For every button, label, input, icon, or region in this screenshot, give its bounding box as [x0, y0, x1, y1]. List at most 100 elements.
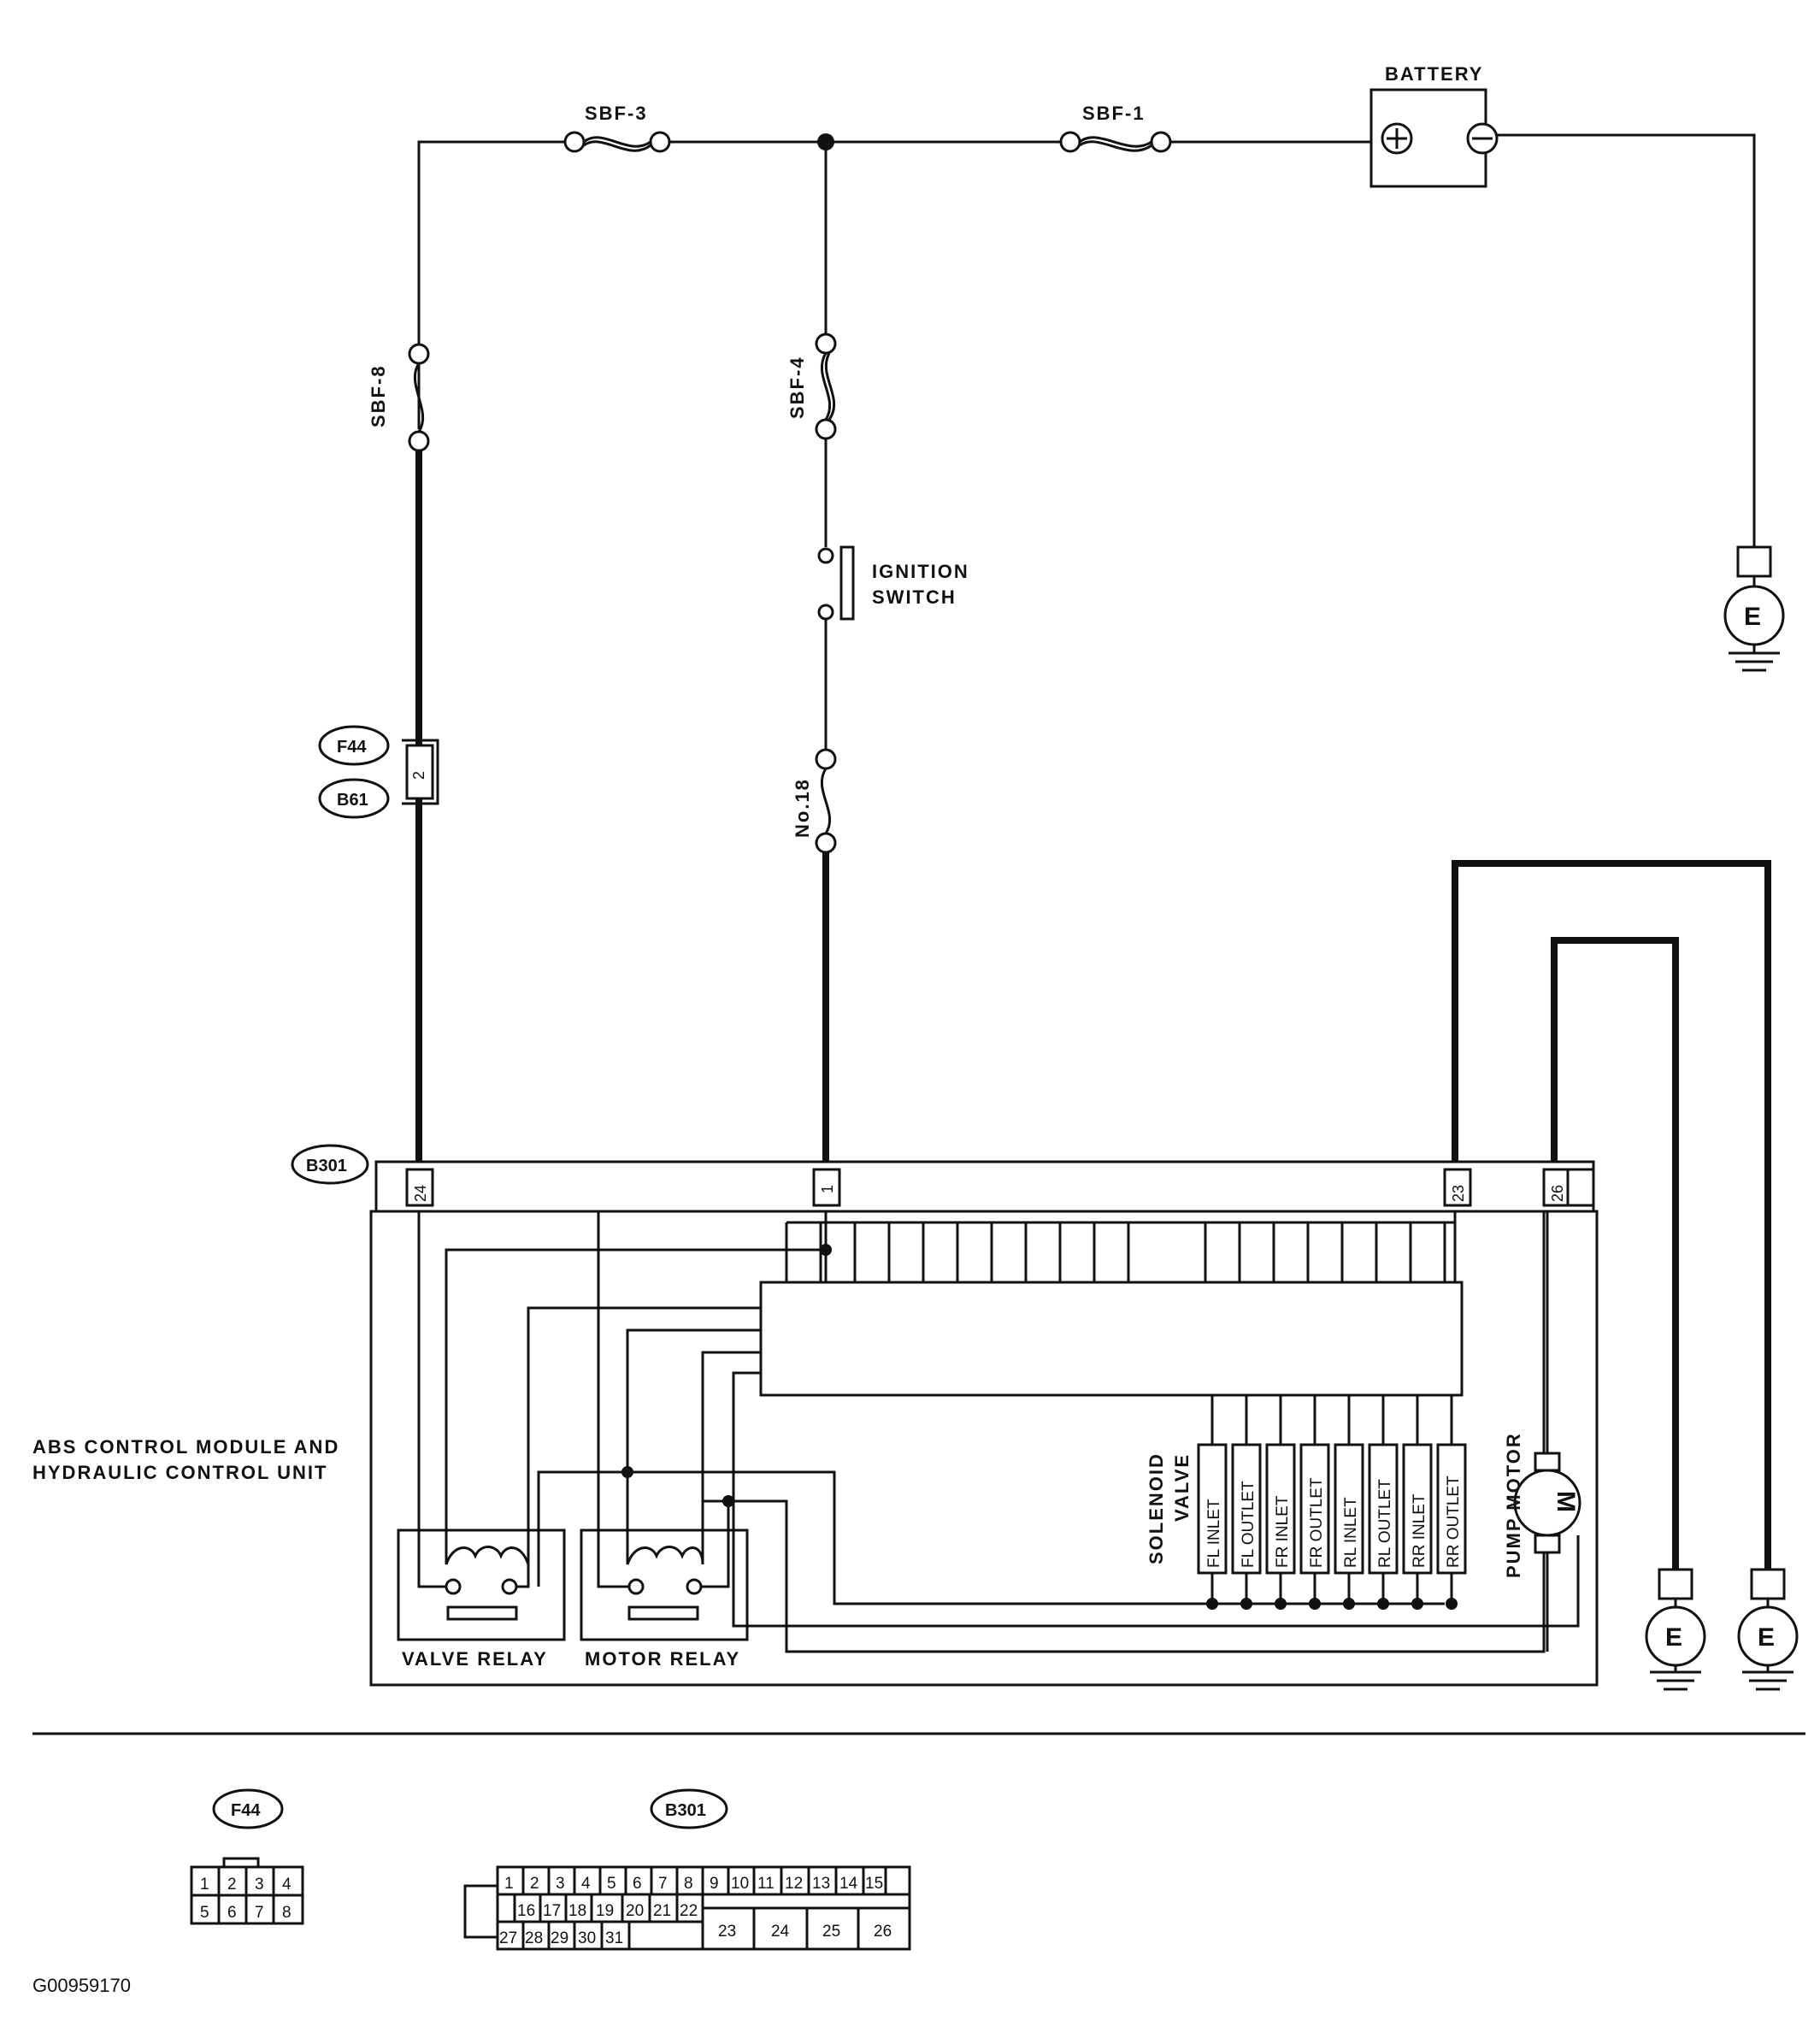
solenoid-label-1: SOLENOID	[1146, 1452, 1167, 1564]
solenoid-valve-label: RR OUTLET	[1445, 1475, 1463, 1568]
b301-cell: 26	[874, 1923, 892, 1941]
b301-cell: 25	[822, 1923, 840, 1941]
solenoid-valve-label: FR OUTLET	[1308, 1477, 1326, 1568]
b301-cell: 23	[718, 1923, 736, 1941]
module-label-1: ABS CONTROL MODULE AND	[32, 1436, 339, 1458]
power-bus	[417, 133, 1756, 547]
battery-label: BATTERY	[1385, 63, 1483, 85]
solenoid-valve-label: RL OUTLET	[1376, 1479, 1394, 1568]
abs-module: ABS CONTROL MODULE AND HYDRAULIC CONTROL…	[32, 1210, 1599, 1687]
solenoid-valve: FL INLET	[1197, 1395, 1228, 1610]
f44-pin: 2	[410, 771, 427, 780]
b301-cell: 22	[680, 1902, 698, 1920]
motor-relay-label: MOTOR RELAY	[585, 1648, 740, 1670]
b301-cell: 19	[596, 1902, 614, 1920]
sbf3-label: SBF-3	[585, 103, 648, 124]
b301-cell: 18	[568, 1902, 586, 1920]
b301-cell: 20	[626, 1902, 644, 1920]
solenoid-label-2: VALVE	[1171, 1453, 1193, 1522]
b301-cell: 9	[710, 1875, 719, 1893]
b301-badge-label: B301	[306, 1157, 347, 1175]
b301-cell: 15	[865, 1875, 883, 1893]
motor-relay	[580, 1528, 749, 1641]
f44-badge-label: F44	[337, 738, 367, 757]
pump-motor-label: PUMP MOTOR	[1503, 1432, 1524, 1578]
b301-cell: 28	[525, 1929, 543, 1947]
ignition-switch	[839, 545, 855, 621]
b301-pin: 26	[1549, 1185, 1566, 1202]
valve-relay	[397, 1528, 566, 1641]
b301-cell: 11	[757, 1875, 775, 1893]
solenoid-valve-label: RR INLET	[1411, 1493, 1428, 1568]
solenoid-valve: RL INLET	[1334, 1395, 1364, 1610]
f44-cell: 8	[282, 1904, 292, 1922]
b301-cell: 7	[658, 1875, 668, 1893]
b301-cell: 12	[785, 1875, 803, 1893]
solenoid-valve-label: FR INLET	[1274, 1495, 1292, 1568]
solenoid-valve: RL OUTLET	[1368, 1395, 1399, 1610]
left-branch: SBF-8 2	[368, 343, 439, 1162]
b301-badge: B301	[291, 1144, 369, 1185]
f44-cell: 3	[255, 1876, 264, 1894]
b301-cell: 2	[530, 1875, 539, 1893]
b301-cell: 16	[517, 1902, 535, 1920]
b301-connector-face: B301 1 2 3 4 5 6 7 8 9 10 11 12 13 14 15…	[463, 1788, 911, 1951]
b301-pin: 24	[412, 1185, 429, 1202]
b301-connector: 24 1 23 26	[374, 1160, 1595, 1213]
b301-cell: 1	[504, 1875, 514, 1893]
b301-cell: 10	[731, 1875, 749, 1893]
f44-cell: 6	[227, 1904, 237, 1922]
fuse-sbf3: SBF-3	[563, 103, 671, 153]
f44-cell: 4	[282, 1876, 292, 1894]
f44-face-badge: F44	[231, 1801, 261, 1820]
b301-cell: 24	[771, 1923, 790, 1941]
f44-cell: 5	[200, 1904, 209, 1922]
solenoid-valve: FR INLET	[1265, 1395, 1296, 1610]
b301-cell: 17	[543, 1902, 561, 1920]
battery: BATTERY	[1369, 63, 1499, 188]
b301-pin: 23	[1450, 1185, 1467, 1202]
valve-relay-label: VALVE RELAY	[402, 1648, 548, 1670]
f44-cell: 7	[255, 1904, 264, 1922]
sbf4-label: SBF-4	[786, 356, 808, 419]
solenoid-valve: RR INLET	[1402, 1395, 1433, 1610]
solenoid-valve-label: RL INLET	[1342, 1497, 1360, 1568]
ground-label: E	[1758, 1623, 1775, 1652]
module-label-2: HYDRAULIC CONTROL UNIT	[32, 1462, 327, 1483]
solenoid-valve: FR OUTLET	[1299, 1395, 1330, 1610]
b301-face-badge: B301	[665, 1801, 706, 1820]
ground-battery: E	[1723, 545, 1785, 672]
ground-label: E	[1665, 1623, 1682, 1652]
b301-cell: 13	[812, 1875, 830, 1893]
b301-cell: 21	[653, 1902, 671, 1920]
f44-cell: 1	[200, 1876, 209, 1894]
middle-branch: SBF-4 IGNITION SWITCH No.18	[786, 142, 969, 1162]
motor-symbol: M	[1552, 1491, 1580, 1512]
ground-label: E	[1744, 603, 1761, 631]
b301-cell: 14	[839, 1875, 858, 1893]
right-ground-wires	[1452, 860, 1771, 1570]
fuse-sbf1: SBF-1	[1059, 103, 1172, 153]
b301-pin: 1	[819, 1185, 836, 1193]
control-unit-block	[759, 1281, 1464, 1397]
b301-cell: 6	[633, 1875, 642, 1893]
solenoid-valve: RR OUTLET	[1436, 1395, 1467, 1610]
solenoid-valve: FL OUTLET	[1231, 1395, 1262, 1610]
f44-badge: F44	[318, 725, 390, 766]
ground-pump-2: E	[1737, 1568, 1799, 1691]
b301-cell: 8	[684, 1875, 693, 1893]
b301-cell: 29	[551, 1929, 568, 1947]
solenoid-valve-label: FL OUTLET	[1240, 1481, 1258, 1568]
ignition-label-1: IGNITION	[872, 561, 969, 582]
solenoid-valve-label: FL INLET	[1205, 1499, 1223, 1568]
f44-cell: 2	[227, 1876, 237, 1894]
pump-motor: M PUMP MOTOR	[1503, 1211, 1581, 1652]
b301-cell: 27	[499, 1929, 517, 1947]
b61-badge: B61	[318, 778, 390, 819]
figure-id: G00959170	[32, 1975, 131, 1996]
b301-cell: 4	[581, 1875, 591, 1893]
b61-badge-label: B61	[337, 791, 368, 810]
b301-cell: 30	[578, 1929, 596, 1947]
b301-cell: 5	[607, 1875, 616, 1893]
